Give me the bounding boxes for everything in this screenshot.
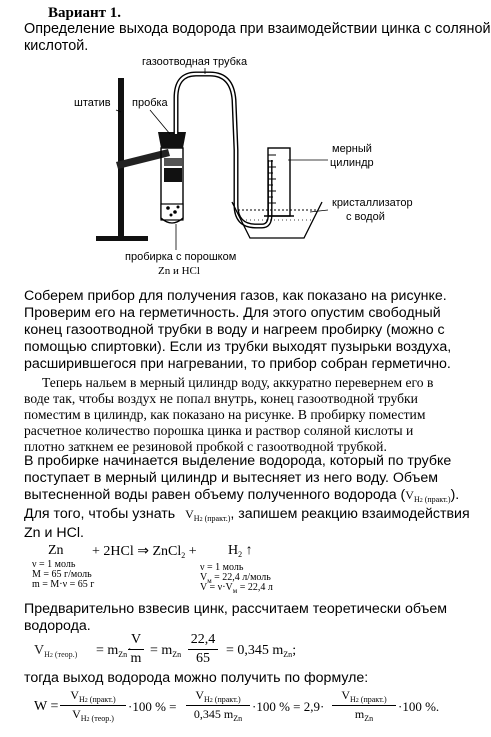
eq2-mult-2: ·100 % = 2,9· xyxy=(252,699,325,714)
variant-heading: Вариант 1. xyxy=(48,5,122,21)
label-stand: штатив xyxy=(74,97,111,109)
reaction-h2: H2 ↑ xyxy=(228,543,253,559)
text-line: расширившегося при нагревании, то прибор… xyxy=(24,356,451,372)
label-cylinder-2: цилиндр xyxy=(330,157,374,169)
eq1-mzn: = mZn· xyxy=(96,643,132,659)
text-line: помощью спиртовки). Если из трубки выход… xyxy=(24,339,452,355)
text-line: поступает в мерный цилиндр и вытесняет и… xyxy=(24,470,439,486)
apparatus-figure xyxy=(96,68,329,250)
eq2-mult-1: ·100 % = xyxy=(128,699,177,714)
label-crystallizer-2: с водой xyxy=(346,211,385,223)
eq1-result: = 0,345 mZn; xyxy=(226,643,297,659)
text-line: Для того, чтобы узнать VH2 (практ.), зап… xyxy=(24,506,470,523)
text-line: тогда выход водорода можно получить по ф… xyxy=(24,670,369,686)
text-line: Zn и HCl. xyxy=(24,525,84,541)
title-line-1: Определение выхода водорода при взаимоде… xyxy=(24,21,491,37)
label-gas-tube: газоотводная трубка xyxy=(142,56,248,68)
text-line: Теперь нальем в мерный цилиндр воду, акк… xyxy=(42,375,434,390)
reaction-zn: Zn xyxy=(48,543,64,558)
h2-molar-volume: Vм = 22,4 л/моль xyxy=(200,572,271,585)
text-line: Предварительно взвесив цинк, рассчитаем … xyxy=(24,601,448,617)
eq2-fraction-3: VH2 (практ.) mZn xyxy=(332,688,396,723)
h2-amount: ν = 1 моль xyxy=(200,562,244,573)
eq2-fraction-1: VH2 (практ.) VH2 (теор.) xyxy=(60,688,126,723)
h2-volume: V = ν·Vм = 22,4 л xyxy=(200,582,273,595)
eq2-fraction-2: VH2 (практ.) 0,345 mZn xyxy=(186,688,250,723)
label-testtube-1: пробирка с порошком xyxy=(125,251,237,263)
text-line: расчетное количество порошка цинка и рас… xyxy=(24,423,414,438)
text-line: вытесненной воды равен объему полученног… xyxy=(24,487,460,504)
text-line: водорода. xyxy=(24,618,91,634)
zn-molar-mass: M = 65 г/моль xyxy=(32,569,92,580)
label-stopper: пробка xyxy=(132,97,168,109)
text-line: воде так, чтобы воздух не попал внутрь, … xyxy=(24,391,418,406)
eq1-mzn-2: = mZn xyxy=(150,643,182,659)
text-line: Проверим его на герметичность. Для этого… xyxy=(24,305,441,321)
text-line: конец газоотводной трубки в воду и нагре… xyxy=(24,322,445,338)
reaction-middle: + 2HCl ⇒ ZnCl2 + xyxy=(92,544,197,560)
text-line: поместим в цилиндр, как показано на рису… xyxy=(24,407,426,422)
eq2-end: ·100 %. xyxy=(398,699,440,714)
zn-amount: ν = 1 моль xyxy=(32,559,76,570)
eq2-w: W = xyxy=(34,699,59,714)
label-crystallizer-1: кристаллизатор xyxy=(332,197,413,209)
text-line: В пробирке начинается выделение водорода… xyxy=(24,453,452,469)
text-line: плотно заткнем ее резиновой пробкой с га… xyxy=(24,439,387,454)
title-line-2: кислотой. xyxy=(24,38,89,54)
label-testtube-2: Zn и HCl xyxy=(158,265,200,277)
eq1-lhs: VH2 (теор.) xyxy=(34,643,78,659)
zn-mass: m = M·ν = 65 г xyxy=(32,579,95,590)
label-cylinder-1: мерный xyxy=(332,143,372,155)
text-line: Соберем прибор для получения газов, как … xyxy=(24,288,447,304)
